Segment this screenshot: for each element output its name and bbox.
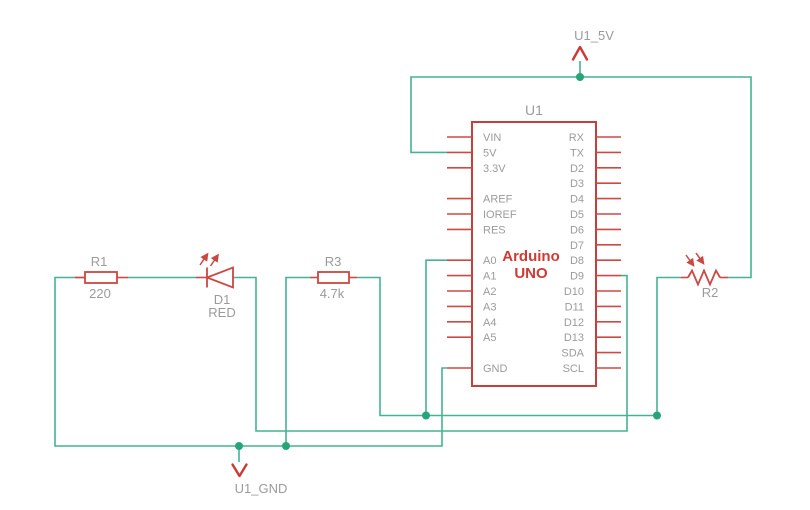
pin-label-tx: TX (570, 147, 585, 159)
net-label-5v: U1_5V (574, 28, 614, 43)
wires (54, 61, 752, 462)
pin-label-ioref: IOREF (483, 209, 517, 221)
pin-label-d13: D13 (564, 332, 584, 344)
pin-label-sda: SDA (561, 348, 584, 360)
ground-arrow-down-icon[interactable] (231, 463, 248, 478)
pin-label-d5: D5 (570, 209, 584, 221)
pin-label-d12: D12 (564, 317, 584, 329)
r1-refdes: R1 (91, 254, 108, 269)
pin-label-gnd: GND (483, 363, 508, 375)
d1-emit-arrow-icon (199, 252, 209, 266)
u1-part-name-line1: Arduino (502, 248, 560, 265)
d1-emit-arrow-icon (209, 253, 219, 267)
net-flag-gnd[interactable]: U1_GND (231, 463, 288, 497)
r3-body[interactable] (317, 271, 350, 284)
pin-label-d9: D9 (570, 271, 584, 283)
wire-a0[interactable] (425, 259, 447, 416)
photoresistor-r2[interactable]: R2 (681, 252, 728, 300)
pin-label-d8: D8 (570, 255, 584, 267)
net-label-gnd: U1_GND (235, 481, 288, 496)
d1-refdes: D1 (214, 292, 231, 307)
junction-dot (576, 73, 584, 81)
pin-label-d10: D10 (564, 286, 584, 298)
junction-dots (235, 73, 661, 450)
wire-gnd-rail[interactable] (54, 276, 447, 447)
d1-triangle[interactable] (204, 266, 234, 289)
pin-label-rx: RX (569, 132, 585, 144)
wire-r3-to-r2[interactable] (357, 276, 681, 417)
pin-label-vin: VIN (483, 132, 501, 144)
u1-body[interactable] (471, 121, 597, 387)
junction-dot (653, 411, 661, 420)
net-flag-5v[interactable]: U1_5V (571, 28, 614, 61)
pin-label-a2: A2 (483, 286, 496, 298)
u1-refdes: U1 (525, 102, 543, 118)
junction-dot (282, 442, 290, 450)
junction-dot (235, 442, 243, 450)
u1-left-pin-labels: VIN 5V 3.3V AREF IOREF RES A0 A1 A2 A3 A… (483, 132, 517, 375)
r2-refdes: R2 (702, 285, 719, 300)
r3-value: 4.7k (320, 286, 345, 301)
pin-label-a1: A1 (483, 271, 496, 283)
junction-dot (422, 411, 430, 420)
u1-right-pin-labels: RX TX D2 D3 D4 D5 D6 D7 D8 D9 D10 D11 D1… (561, 132, 584, 375)
pin-label-aref: AREF (483, 194, 513, 206)
wire-d1-to-d9[interactable] (233, 274, 628, 432)
r2-light-arrow-icon (695, 252, 705, 265)
pin-label-d4: D4 (570, 194, 584, 206)
pin-label-d2: D2 (570, 163, 584, 175)
pin-label-d11: D11 (565, 301, 584, 313)
pin-label-5v: 5V (483, 147, 497, 159)
r3-refdes: R3 (325, 254, 342, 269)
led-d1[interactable]: D1 RED (196, 252, 236, 320)
power-arrow-up-icon[interactable] (571, 45, 589, 61)
pin-label-d7: D7 (570, 240, 584, 252)
r1-value: 220 (89, 286, 111, 301)
pin-label-a3: A3 (483, 301, 496, 313)
u1-left-pin-stubs (447, 136, 472, 369)
pin-label-d3: D3 (570, 178, 584, 190)
u1-right-pin-stubs (596, 136, 621, 369)
r2-light-arrow-icon (685, 254, 695, 267)
pin-label-a0: A0 (483, 255, 496, 267)
wire-r3-left-to-gnd[interactable] (285, 276, 310, 447)
pin-label-res: RES (483, 224, 506, 236)
pin-label-d6: D6 (570, 224, 584, 236)
pin-label-3v3: 3.3V (483, 163, 506, 175)
r2-zigzag[interactable] (687, 268, 721, 287)
r1-body[interactable] (84, 271, 118, 284)
pin-label-scl: SCL (563, 363, 584, 375)
resistor-r3[interactable]: R3 4.7k (310, 254, 357, 301)
chip-u1[interactable]: U1 Arduino UNO (447, 102, 621, 387)
pin-label-a4: A4 (483, 317, 496, 329)
u1-part-name-line2: UNO (514, 265, 548, 282)
pin-label-a5: A5 (483, 332, 496, 344)
d1-value: RED (208, 305, 235, 320)
resistor-r1[interactable]: R1 220 (75, 254, 128, 301)
